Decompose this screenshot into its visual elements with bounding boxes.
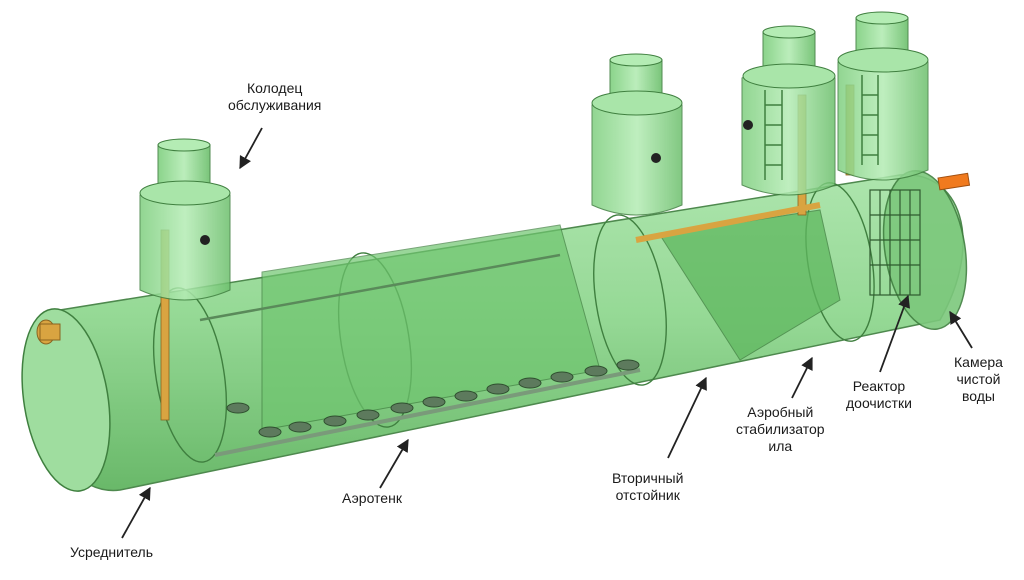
label-equalizer: Усреднитель: [70, 544, 153, 560]
well-1: [139, 138, 231, 301]
label-service-well: Колодец обслуживания: [228, 80, 322, 113]
well-2: [591, 53, 683, 216]
outlet-pipe: [937, 172, 971, 191]
aeration-pipe: [214, 368, 641, 457]
well-3: [741, 25, 836, 196]
label-aerotank: Аэротенк: [342, 490, 402, 506]
transfer-pipe: [635, 202, 821, 243]
leader-arrows: [121, 127, 973, 539]
aerator-discs: [226, 359, 640, 438]
reactor-grid: [869, 189, 921, 296]
air-line: [199, 253, 561, 322]
clarifier-cone: [659, 209, 841, 361]
label-post-treatment-reactor: Реактор доочистки: [846, 378, 912, 411]
label-secondary-clarifier: Вторичный отстойник: [612, 470, 684, 503]
label-clean-water-chamber: Камера чистой воды: [954, 354, 1003, 404]
label-sludge-stabilizer: Аэробный стабилизатор ила: [736, 404, 825, 454]
well-4: [837, 11, 929, 181]
inlet-pipe: [36, 319, 61, 345]
tank-left-cap: [21, 308, 111, 492]
